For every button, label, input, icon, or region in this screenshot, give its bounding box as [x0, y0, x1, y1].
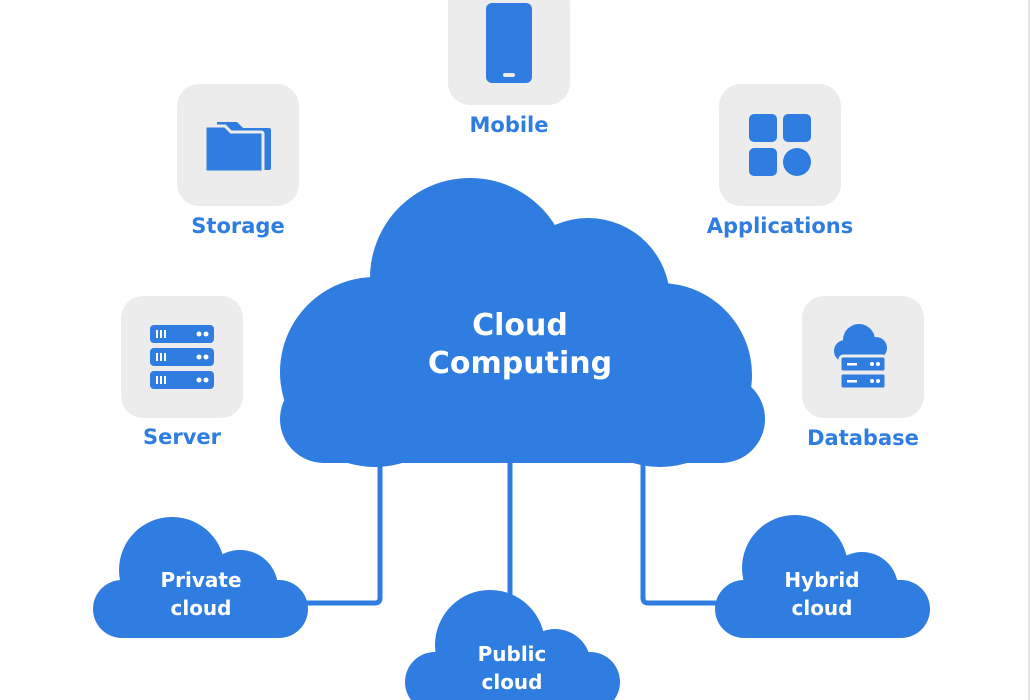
private-cloud-label: Private cloud: [121, 566, 281, 622]
right-edge-divider: [1028, 0, 1030, 700]
server-tile[interactable]: [121, 296, 243, 418]
main-cloud-title-line1: Cloud: [472, 308, 568, 343]
server-label: Server: [142, 425, 221, 449]
hybrid-cloud-shape: [715, 515, 930, 638]
main-cloud-shape: [280, 178, 765, 467]
mobile-tile[interactable]: [448, 0, 570, 105]
mobile-label: Mobile: [469, 113, 549, 137]
storage-label: Storage: [191, 214, 285, 238]
public-cloud-label: Public cloud: [432, 640, 592, 696]
private-cloud-label-line2: cloud: [170, 596, 232, 620]
database-tile[interactable]: [802, 296, 924, 418]
mobile-phone-icon: [486, 3, 532, 83]
main-cloud-title: Cloud Computing: [370, 307, 670, 383]
cloud-database-icon: [834, 324, 888, 391]
connector-lines: [300, 460, 725, 606]
hybrid-cloud-label-line1: Hybrid: [784, 568, 860, 592]
private-cloud-shape: [93, 517, 308, 638]
hybrid-cloud-label: Hybrid cloud: [742, 566, 902, 622]
connector-hybrid: [640, 460, 725, 606]
app-grid-icon: [749, 114, 811, 176]
storage-tile[interactable]: [177, 84, 299, 206]
database-label: Database: [807, 426, 919, 450]
main-cloud-title-line2: Computing: [427, 346, 613, 381]
private-cloud-label-line1: Private: [160, 568, 242, 592]
connector-private: [300, 460, 383, 606]
public-cloud-label-line1: Public: [477, 642, 547, 666]
applications-label: Applications: [706, 214, 854, 238]
public-cloud-label-line2: cloud: [481, 670, 543, 694]
server-rack-icon: [150, 325, 214, 389]
hybrid-cloud-label-line2: cloud: [791, 596, 853, 620]
public-cloud-shape: [405, 590, 620, 700]
folder-icon: [203, 122, 271, 174]
applications-tile[interactable]: [719, 84, 841, 206]
